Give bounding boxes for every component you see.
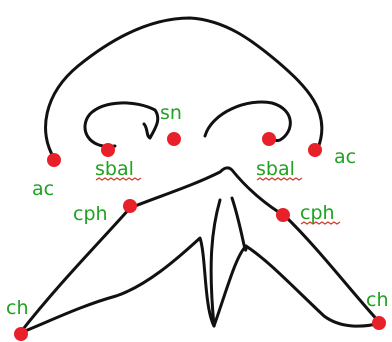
philtrum-right-stroke [230, 196, 248, 252]
label-sn: sn [160, 102, 182, 124]
right-nostril-outline [203, 100, 292, 142]
label-ch-right: ch [366, 289, 389, 311]
label-ac-left: ac [32, 178, 54, 200]
landmark-ac-left-point [47, 153, 61, 167]
landmark-sbal-right-point [262, 132, 276, 146]
label-ac-right: ac [334, 146, 356, 168]
landmark-ch-left-point [14, 327, 28, 341]
label-cph-left: cph [73, 203, 108, 225]
sbal-left-spellcheck-underline [95, 177, 142, 181]
upper-lip-outline [18, 166, 382, 335]
philtrum-left-stroke [209, 198, 222, 328]
nose-outline [44, 16, 324, 160]
landmark-sn-point [167, 132, 181, 146]
label-ch-left: ch [6, 297, 29, 319]
landmark-ch-right-point [372, 316, 386, 330]
label-sbal-right: sbal [256, 158, 295, 180]
landmark-cph-right-point [276, 208, 290, 222]
sbal-right-spellcheck-underline [256, 177, 303, 181]
cph-right-spellcheck-underline [300, 221, 341, 225]
left-nostril-outline [83, 101, 160, 148]
landmark-sbal-left-point [101, 143, 115, 157]
label-sbal-left: sbal [95, 158, 134, 180]
label-cph-right: cph [300, 202, 335, 224]
landmark-ac-right-point [308, 143, 322, 157]
landmark-cph-left-point [123, 199, 137, 213]
